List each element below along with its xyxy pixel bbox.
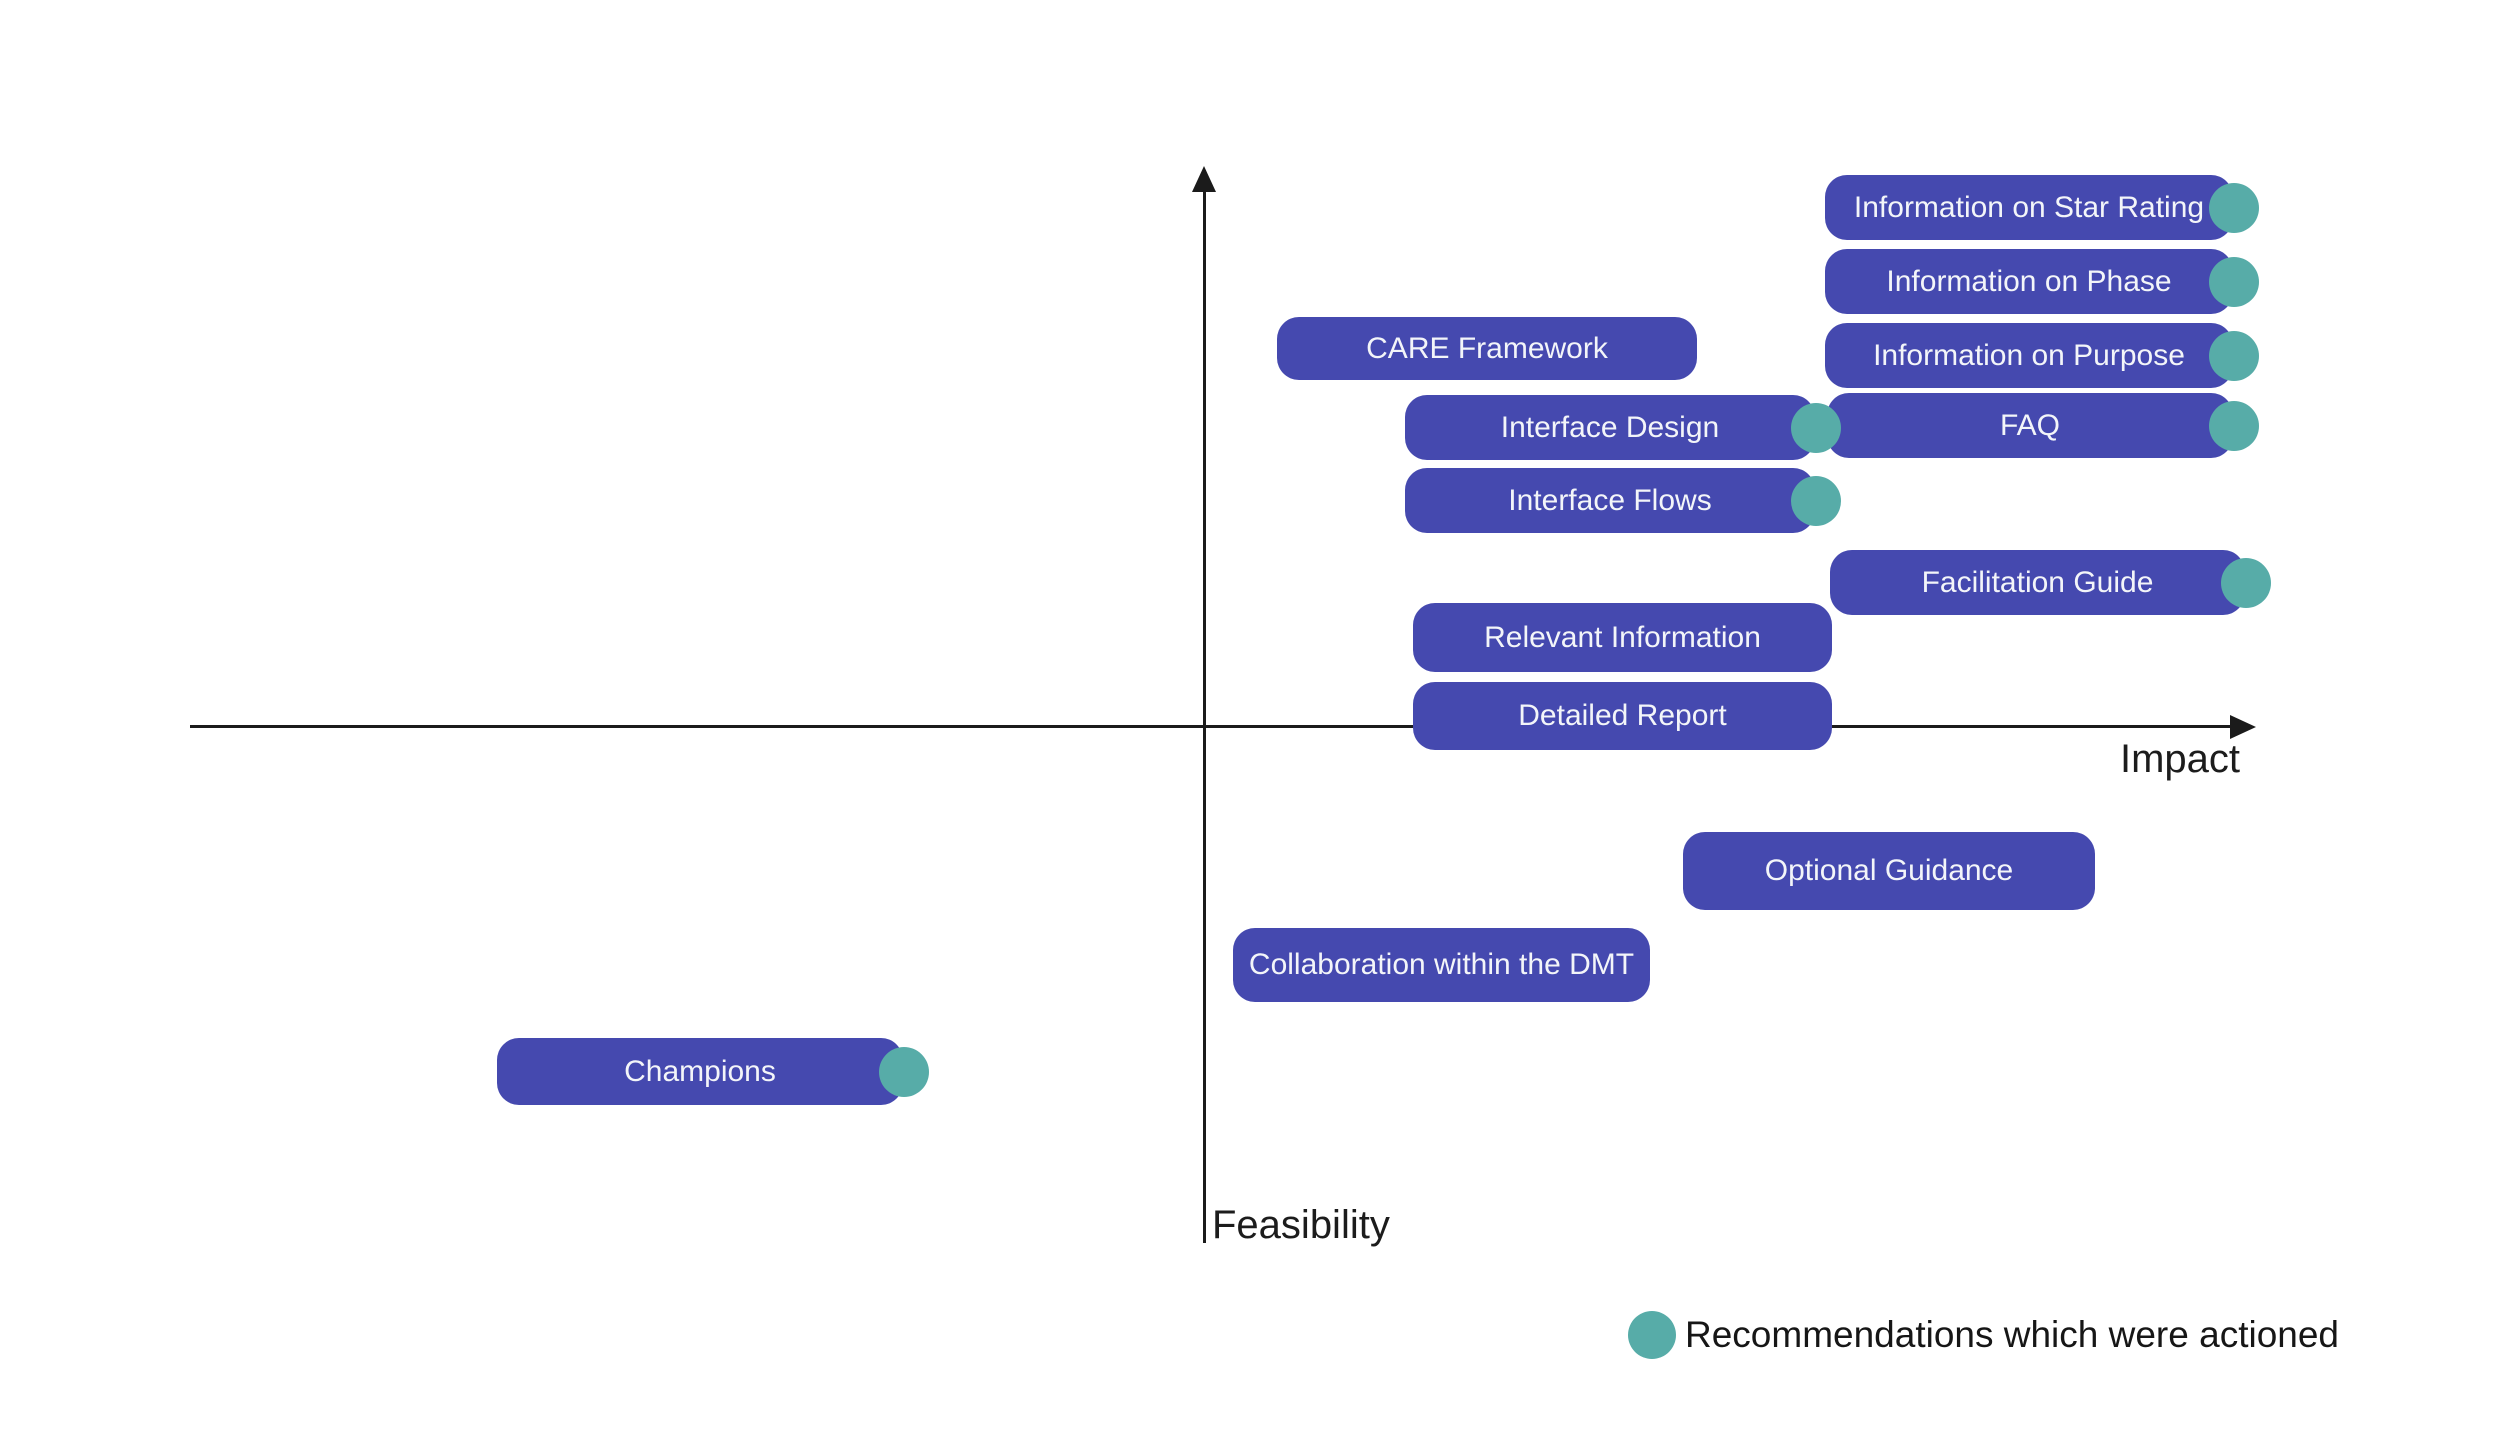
diagram-node: Information on Purpose: [1825, 323, 2259, 388]
y-axis-label: Feasibility: [1212, 1203, 1390, 1247]
diagram-node-label: Champions: [624, 1054, 776, 1088]
diagram-node-label: Information on Phase: [1886, 264, 2172, 298]
diagram-node: Facilitation Guide: [1830, 550, 2271, 615]
diagram-node: Information on Phase: [1825, 249, 2259, 314]
diagram-node-label: Information on Star Rating: [1853, 190, 2205, 224]
legend: Recommendations which were actioned: [1628, 1311, 2339, 1359]
actioned-marker-icon: [879, 1046, 929, 1097]
diagram-node: Detailed Report: [1413, 682, 1832, 750]
y-axis-arrowhead-icon: [1192, 166, 1216, 192]
diagram-node: FAQ: [1827, 393, 2259, 458]
actioned-legend-marker-icon: [1628, 1311, 1676, 1359]
y-axis-line: [1203, 170, 1206, 1243]
actioned-marker-icon: [1791, 402, 1841, 453]
legend-label: Recommendations which were actioned: [1685, 1314, 2340, 1355]
actioned-marker-icon: [2209, 330, 2259, 381]
diagram-node-label: Interface Design: [1500, 410, 1720, 444]
diagram-node: Collaboration within the DMT: [1233, 928, 1650, 1002]
actioned-marker-icon: [2209, 400, 2259, 451]
diagram-node-label: Collaboration within the DMT: [1248, 948, 1635, 981]
diagram-node: Interface Design: [1405, 395, 1841, 460]
diagram-node-label: CARE Framework: [1366, 331, 1608, 365]
diagram-node: Optional Guidance: [1683, 832, 2095, 910]
diagram-node: Relevant Information: [1413, 603, 1832, 672]
actioned-marker-icon: [1791, 475, 1841, 526]
diagram-node: Interface Flows: [1405, 468, 1841, 533]
diagram-node-label: Facilitation Guide: [1921, 565, 2154, 599]
diagram-node: Information on Star Rating: [1825, 175, 2259, 240]
diagram-node-label: Interface Flows: [1508, 483, 1712, 517]
x-axis-arrowhead-icon: [2230, 715, 2256, 739]
diagram-node: Champions: [497, 1038, 929, 1105]
actioned-marker-icon: [2209, 182, 2259, 233]
x-axis-label: Impact: [2119, 737, 2240, 781]
diagram-node-label: Information on Purpose: [1873, 338, 2185, 372]
diagram-node: CARE Framework: [1277, 317, 1697, 380]
diagram-node-label: FAQ: [1999, 408, 2060, 442]
diagram-node-label: Optional Guidance: [1764, 854, 2014, 887]
diagram-node-label: Detailed Report: [1518, 699, 1727, 732]
x-axis-line: [190, 725, 2238, 728]
actioned-marker-icon: [2209, 256, 2259, 307]
diagram-node-label: Relevant Information: [1484, 620, 1761, 654]
actioned-marker-icon: [2221, 557, 2271, 608]
